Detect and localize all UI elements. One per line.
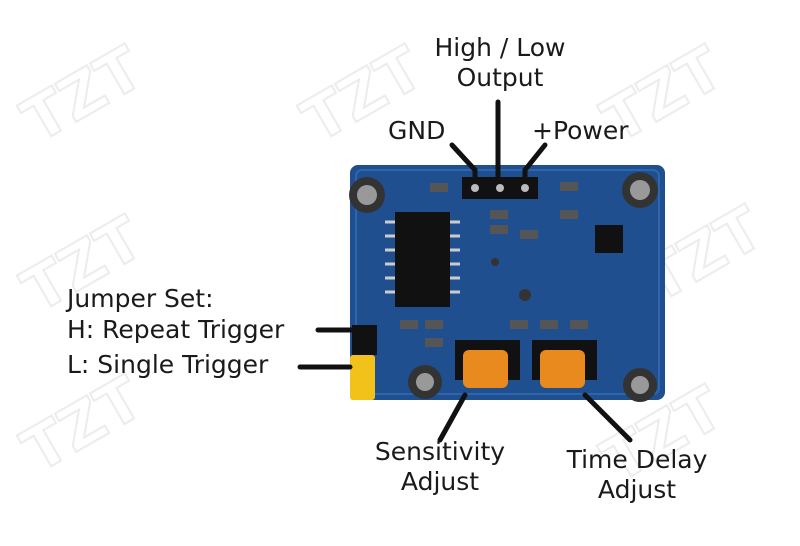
sensitivity-label-line2: Adjust bbox=[400, 467, 480, 496]
gnd-label: GND bbox=[388, 116, 446, 145]
output-label-line2: Output bbox=[456, 63, 544, 92]
jumper-set-label: Jumper Set: bbox=[67, 284, 214, 313]
time-delay-label-line1: Time Delay bbox=[566, 445, 708, 474]
sensitivity-label: Sensitivity Adjust bbox=[355, 437, 525, 497]
jumper-l-label: L: Single Trigger bbox=[67, 350, 269, 379]
smd-components bbox=[400, 182, 623, 347]
potentiometers bbox=[455, 340, 597, 388]
leader-lines bbox=[297, 99, 633, 443]
time-delay-label-line2: Adjust bbox=[597, 475, 677, 504]
output-label: High / Low Output bbox=[410, 33, 590, 93]
power-label: +Power bbox=[532, 116, 629, 145]
sensitivity-label-line1: Sensitivity bbox=[374, 437, 506, 466]
capacitors bbox=[349, 172, 658, 402]
jumper bbox=[350, 325, 377, 400]
time-delay-label: Time Delay Adjust bbox=[552, 445, 722, 505]
output-label-line1: High / Low bbox=[434, 33, 566, 62]
header-pins bbox=[462, 177, 538, 199]
ic-chip bbox=[385, 212, 460, 307]
jumper-h-label: H: Repeat Trigger bbox=[67, 315, 285, 344]
